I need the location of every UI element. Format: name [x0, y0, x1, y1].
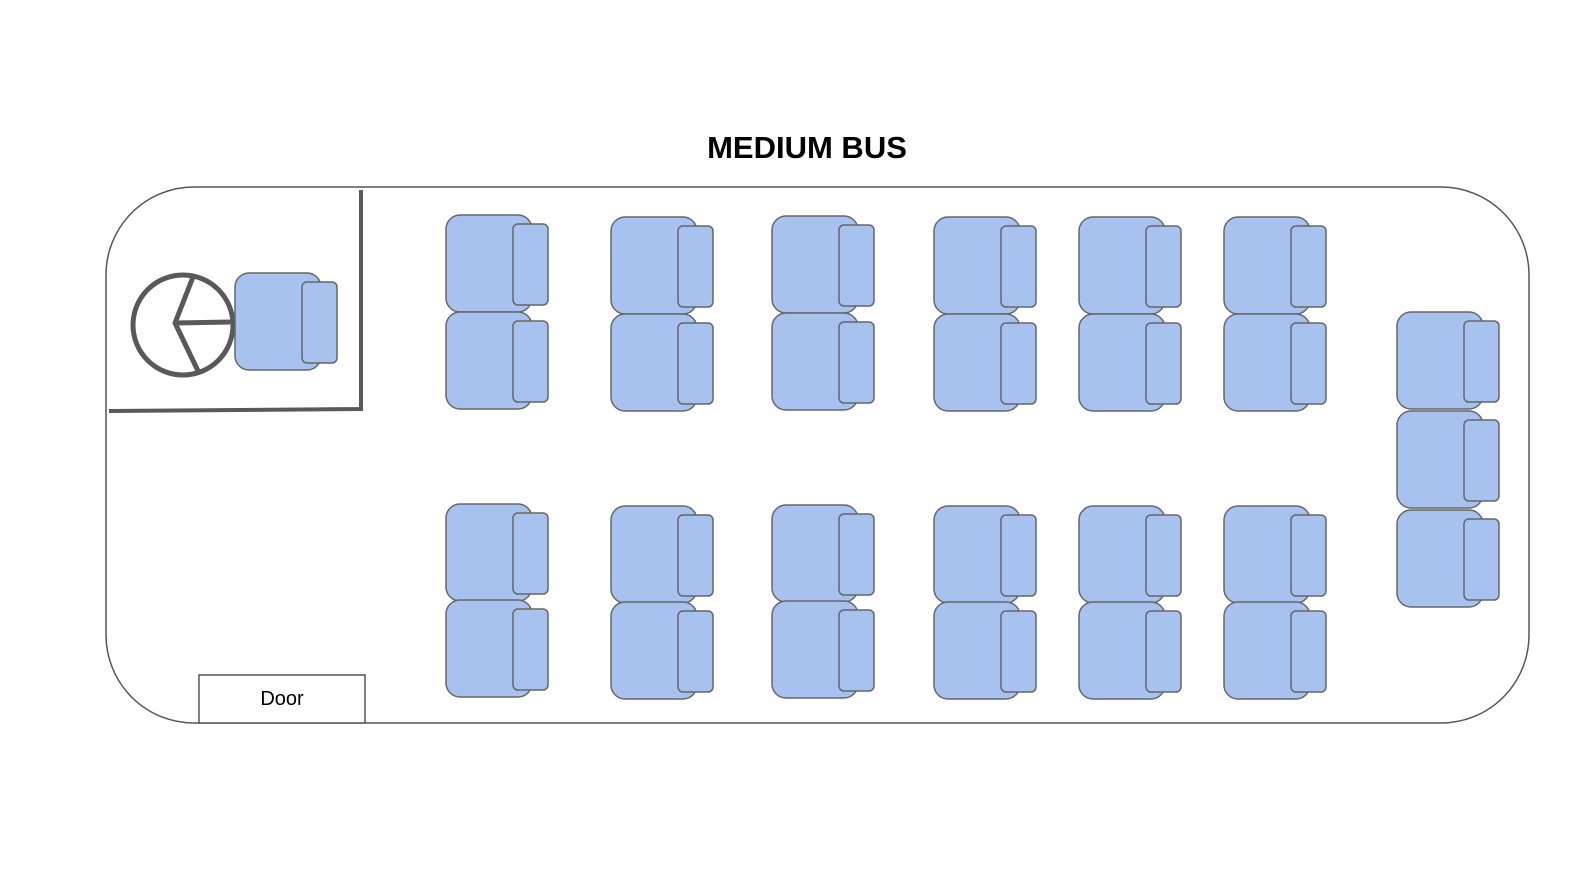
seat-backrest: [1145, 610, 1182, 693]
seat-backrest: [1000, 514, 1037, 597]
seat-backrest: [1290, 225, 1327, 308]
seat-backrest: [1145, 225, 1182, 308]
seat-backrest: [677, 610, 714, 693]
rear-seat: [1396, 410, 1500, 509]
passenger-seat: [1078, 505, 1182, 604]
seat-backrest: [512, 512, 549, 595]
passenger-seat: [610, 505, 714, 604]
passenger-seat: [771, 504, 875, 603]
seat-backrest: [838, 609, 875, 692]
seat-backrest: [512, 223, 549, 306]
seat-backrest: [838, 224, 875, 307]
seat-backrest: [1000, 322, 1037, 405]
seat-backrest: [677, 322, 714, 405]
door: [198, 674, 366, 724]
passenger-seat: [445, 311, 549, 410]
passenger-seat: [1078, 313, 1182, 412]
passenger-seat: [610, 601, 714, 700]
passenger-seat: [445, 503, 549, 602]
passenger-seat: [610, 216, 714, 315]
driver-cabin-partition: [108, 190, 363, 413]
passenger-seat: [1223, 505, 1327, 604]
seat-backrest: [512, 320, 549, 403]
rear-seat: [1396, 509, 1500, 608]
driver-seat: [234, 272, 338, 371]
diagram-title: MEDIUM BUS: [707, 130, 907, 165]
passenger-seat: [771, 312, 875, 411]
seat-backrest: [512, 608, 549, 691]
passenger-seat: [1078, 216, 1182, 315]
seat-backrest: [1290, 514, 1327, 597]
seat-backrest: [1463, 320, 1500, 403]
passenger-seat: [933, 216, 1037, 315]
passenger-seat: [771, 215, 875, 314]
seat-backrest: [1290, 322, 1327, 405]
seat-backrest: [301, 281, 338, 364]
passenger-seat: [933, 505, 1037, 604]
passenger-seat: [1078, 601, 1182, 700]
passenger-seat: [1223, 313, 1327, 412]
passenger-seat: [445, 214, 549, 313]
door-label: Door: [260, 688, 304, 710]
seat-backrest: [1000, 225, 1037, 308]
seat-backrest: [1000, 610, 1037, 693]
seats: [234, 214, 1500, 700]
seat-backrest: [1463, 419, 1500, 502]
seat-backrest: [677, 514, 714, 597]
passenger-seat: [771, 600, 875, 699]
seat-backrest: [838, 513, 875, 596]
steering-wheel-icon: [130, 272, 236, 378]
passenger-seat: [1223, 216, 1327, 315]
seat-backrest: [1145, 322, 1182, 405]
passenger-seat: [1223, 601, 1327, 700]
seat-backrest: [1290, 610, 1327, 693]
seat-backrest: [677, 225, 714, 308]
rear-seat: [1396, 311, 1500, 410]
passenger-seat: [933, 601, 1037, 700]
passenger-seat: [445, 599, 549, 698]
passenger-seat: [933, 313, 1037, 412]
seat-backrest: [1463, 518, 1500, 601]
seat-backrest: [838, 321, 875, 404]
passenger-seat: [610, 313, 714, 412]
seat-backrest: [1145, 514, 1182, 597]
